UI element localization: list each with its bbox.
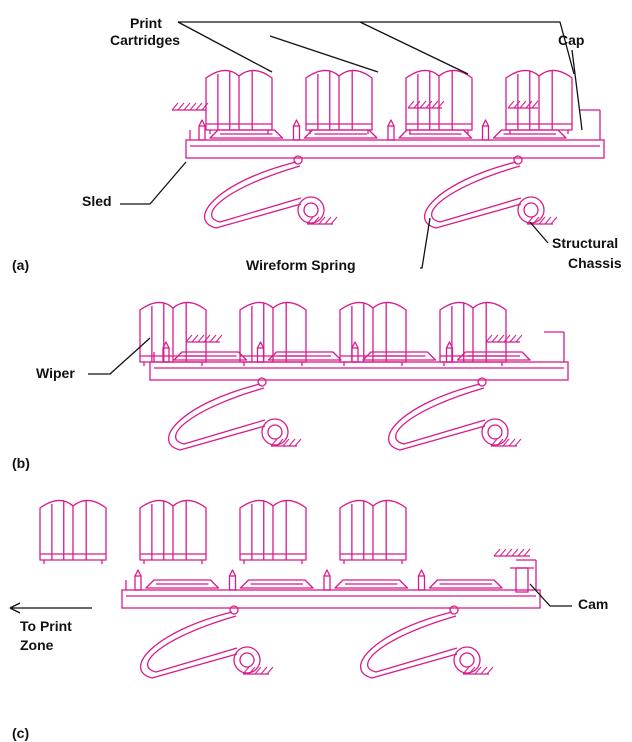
chassis-pivot	[453, 646, 494, 675]
label-cap: Cap	[558, 32, 584, 48]
chassis-pivot	[297, 196, 338, 225]
ground-hatch	[485, 334, 523, 343]
ground-hatch	[407, 100, 445, 109]
wiper-post	[417, 569, 426, 591]
label-wireform-spring: Wireform Spring	[246, 257, 356, 273]
ground-hatch	[462, 666, 494, 675]
wiper-post	[323, 569, 331, 591]
cap-pad	[362, 351, 437, 361]
cap-pad	[428, 579, 503, 589]
chassis-pivot	[233, 646, 274, 675]
label-wiper: Wiper	[36, 365, 75, 381]
wireform-spring	[140, 605, 239, 679]
ground-hatch	[171, 102, 209, 111]
wiper-post	[292, 119, 301, 141]
wireform-spring	[424, 155, 523, 229]
wireform-spring	[204, 155, 303, 229]
leader-lines	[9, 21, 583, 614]
chassis-pivot	[261, 418, 302, 447]
print-cartridge	[339, 499, 407, 564]
chassis-pivot	[517, 196, 558, 225]
sled	[149, 331, 569, 381]
label-cartridges: Cartridges	[110, 32, 180, 48]
label-layer: Print Cartridges Cap Sled Wireform Sprin…	[12, 15, 622, 741]
ground-hatch	[493, 548, 531, 557]
ground-hatch	[507, 100, 539, 109]
label-print: Print	[130, 15, 162, 31]
sled	[185, 109, 605, 159]
cap-pad	[209, 129, 284, 139]
label-zone: Zone	[20, 637, 54, 653]
cap-pad	[267, 351, 342, 361]
print-cartridge	[205, 69, 273, 134]
cap-pad	[173, 351, 248, 361]
wiper-post	[228, 569, 237, 591]
wiper-post	[162, 341, 170, 363]
panel-label-a: (a)	[12, 257, 29, 273]
cap-pad	[492, 129, 567, 139]
label-sled: Sled	[82, 193, 112, 209]
wireform-spring	[388, 377, 487, 451]
print-cartridge	[239, 499, 307, 564]
panel-b	[139, 301, 569, 451]
print-cartridge	[139, 499, 207, 564]
panel-a	[171, 69, 605, 229]
wiper-post	[351, 341, 359, 363]
cap-pad	[239, 579, 314, 589]
ground-hatch	[185, 334, 223, 343]
ground-hatch	[242, 666, 274, 675]
cap-pad	[145, 579, 220, 589]
wiper-post	[445, 341, 454, 363]
ground-hatch	[306, 216, 338, 225]
diagram-artwork	[9, 21, 605, 679]
sled	[121, 559, 541, 609]
cap-pad	[303, 129, 378, 139]
panel-c	[39, 499, 541, 679]
cap-pad	[456, 351, 531, 361]
wiper-post	[387, 119, 395, 141]
print-cartridge	[39, 499, 107, 564]
label-cam: Cam	[578, 596, 608, 612]
cap-pad	[334, 579, 409, 589]
ground-hatch	[490, 438, 522, 447]
print-cartridge	[305, 69, 373, 134]
wireform-spring	[360, 605, 459, 679]
cap-pad	[398, 129, 473, 139]
print-cartridge	[405, 69, 473, 134]
wiper-post	[256, 341, 265, 363]
wiper-post	[134, 569, 142, 591]
label-chassis: Chassis	[568, 255, 622, 271]
chassis-pivot	[481, 418, 522, 447]
cam	[510, 567, 534, 593]
ground-hatch	[270, 438, 302, 447]
panel-label-c: (c)	[12, 725, 29, 741]
panel-label-b: (b)	[12, 455, 30, 471]
wiper-post	[481, 119, 490, 141]
label-to-print: To Print	[20, 618, 72, 634]
wireform-spring	[168, 377, 267, 451]
label-structural: Structural	[552, 235, 618, 251]
print-cartridge	[505, 69, 573, 134]
wiper-post	[198, 119, 206, 141]
